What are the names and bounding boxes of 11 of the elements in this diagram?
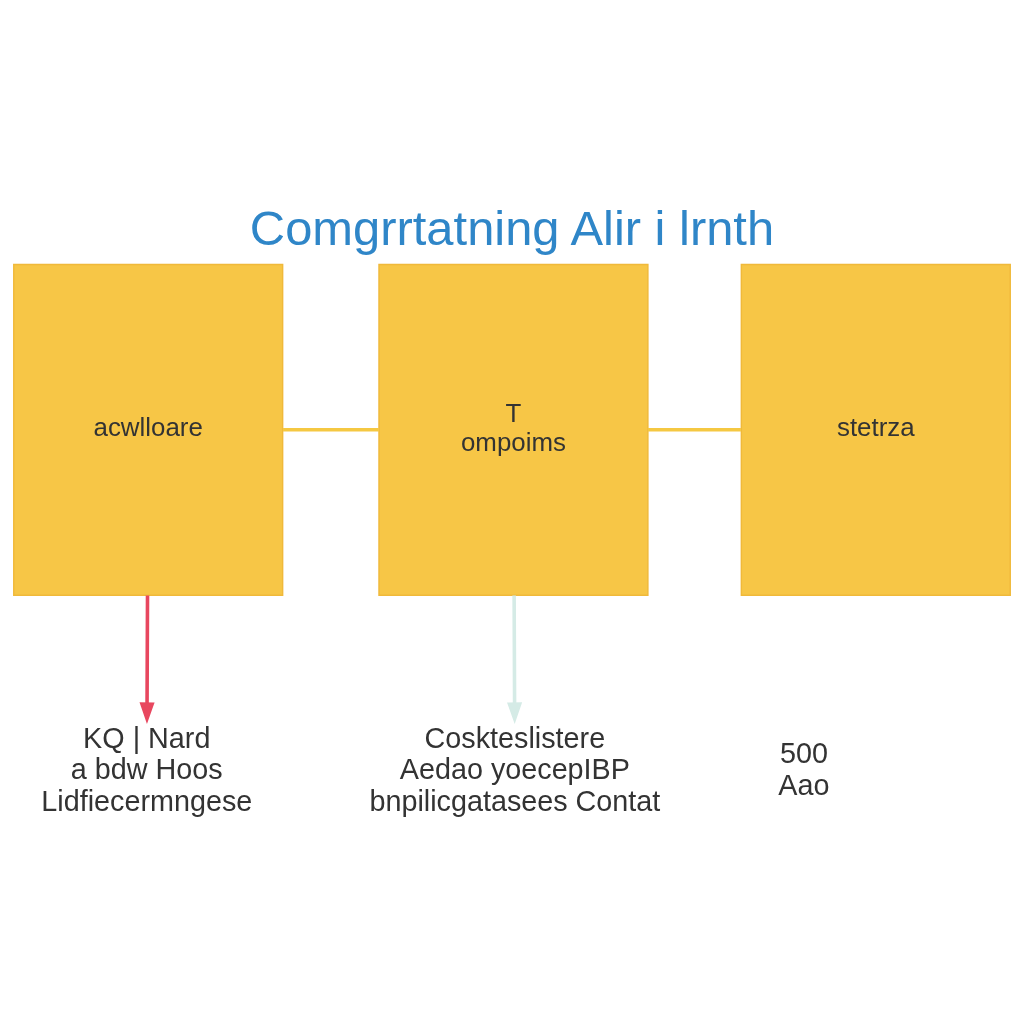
diagram-title: Comgrrtatning Alir i lrnth [249,200,775,255]
node-text: Coskteslistere Aedao yoecepIBP bnpilicgatasees Contat [369,721,661,817]
node-box: stetrza [740,263,1011,596]
arrow [507,594,523,724]
connector [283,427,379,432]
node-text: 500 Aao [778,736,830,801]
connector [647,427,741,432]
node-box: T ompoims [378,263,649,596]
node-text: KQ | Nard a bdw Hoos Lidfiecermngese [41,721,253,817]
arrow [139,594,155,724]
node-box: acwlloare [13,263,284,596]
